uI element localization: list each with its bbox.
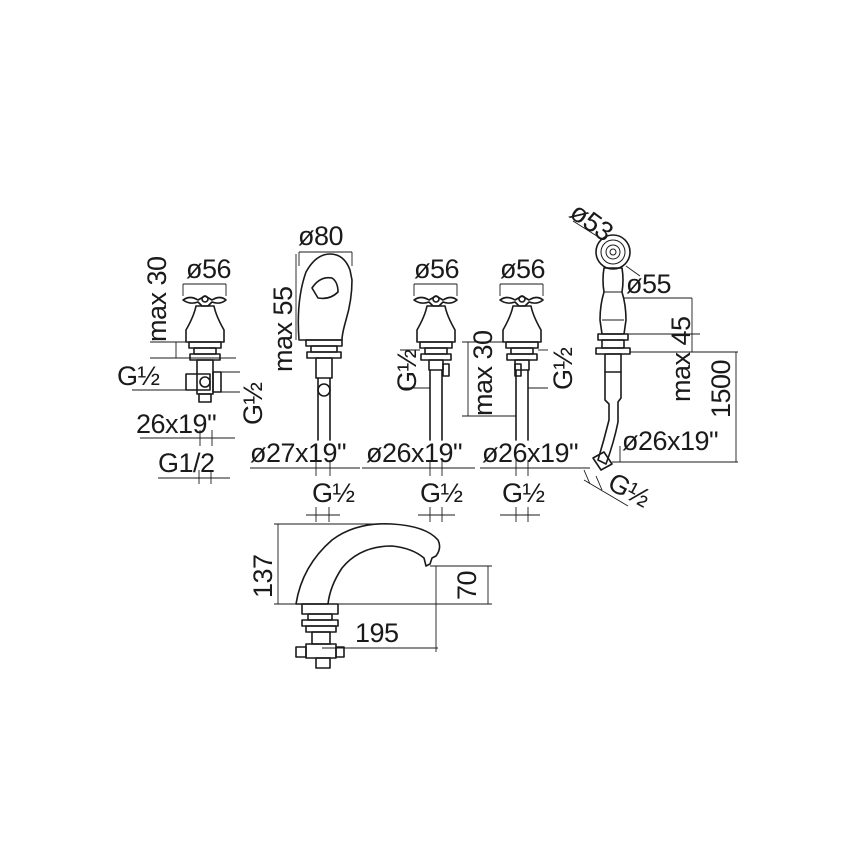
bath-spout-total-height-label: 137 [248,554,278,598]
right-valve-connection-label: G½ [502,478,545,508]
right-valve-thread-label: G½ [548,347,578,390]
left-valve-drawing [132,283,240,484]
right-valve-hole-label: ø26x19" [482,438,578,468]
left-valve-diameter-label: ø56 [186,254,231,284]
middle-valve-drawing [362,283,475,522]
hose-length-label: 1500 [706,360,736,418]
spout-height-label: max 55 [268,286,298,372]
hand-shower-height-label: max 45 [666,316,696,402]
bath-spout-projection-label: 195 [355,618,399,648]
left-valve-height-label: max 30 [142,256,172,342]
hand-shower-hole-label: ø26x19" [622,426,718,456]
right-valve-drawing [462,283,590,522]
hand-shower-handle-diameter-label: ø55 [626,269,671,299]
left-valve-connection-label: G1/2 [158,448,215,478]
right-valve-diameter-label: ø56 [500,254,545,284]
spout-hole-label: ø27x19" [250,438,346,468]
bath-spout-outlet-height-label: 70 [452,571,482,600]
spout-connection-label: G½ [312,478,355,508]
middle-valve-connection-label: G½ [420,478,463,508]
bath-spout-drawing [274,523,492,669]
hand-shower-connection-label: G½ [603,467,655,513]
left-valve-thread-label: G½ [117,361,160,391]
right-valve-height-label: max 30 [468,330,498,416]
middle-valve-thread-label: G½ [392,349,422,392]
left-valve-inlet-thread-label: G½ [238,382,268,425]
hand-shower-drawing [572,220,738,507]
spout-drawing [250,251,360,522]
hand-shower-head-diameter-label: ø53 [564,197,618,248]
middle-valve-hole-label: ø26x19" [366,438,462,468]
spout-diameter-label: ø80 [298,221,343,251]
left-valve-hole-label: 26x19" [136,409,216,439]
middle-valve-diameter-label: ø56 [414,254,459,284]
